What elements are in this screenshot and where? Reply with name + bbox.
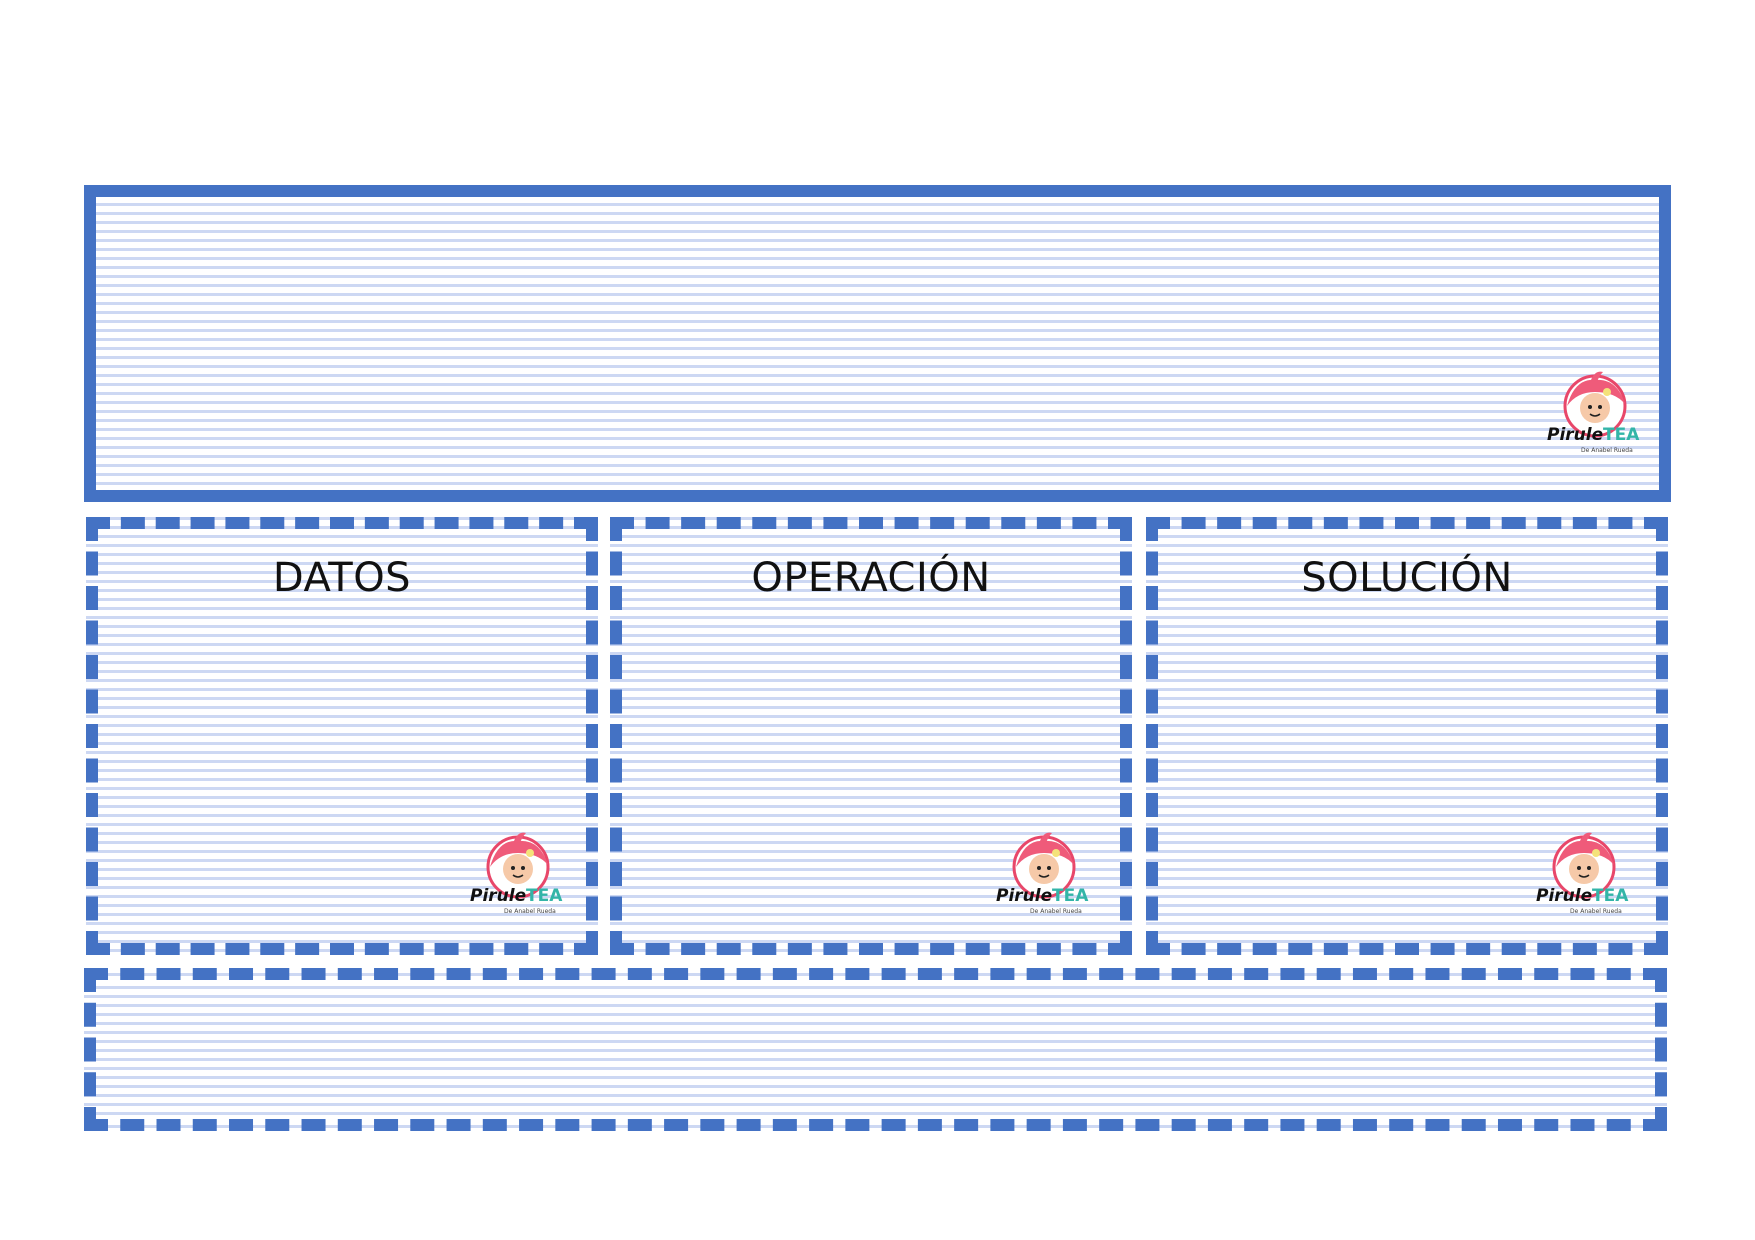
svg-text:De Anabel Rueda: De Anabel Rueda — [1570, 908, 1622, 915]
svg-text:Pirule: Pirule — [1536, 886, 1592, 906]
operacion-title: OPERACIÓN — [751, 555, 991, 601]
operacion-box[interactable]: OPERACIÓN Pirule TEA De Anabel Rueda — [610, 517, 1132, 955]
svg-text:De Anabel Rueda: De Anabel Rueda — [1030, 908, 1082, 915]
svg-text:TEA: TEA — [1592, 886, 1629, 906]
svg-text:TEA: TEA — [526, 886, 563, 906]
svg-text:TEA: TEA — [1052, 886, 1089, 906]
svg-text:TEA: TEA — [1603, 425, 1640, 445]
answer-box[interactable] — [84, 968, 1667, 1131]
pirule-tea-logo-icon: Pirule TEA De Anabel Rueda — [468, 831, 564, 917]
pirule-tea-logo-icon: Pirule TEA De Anabel Rueda — [994, 831, 1090, 917]
svg-text:Pirule: Pirule — [470, 886, 526, 906]
solucion-box[interactable]: SOLUCIÓN Pirule TEA De Anabel Rueda — [1146, 517, 1668, 955]
datos-title: DATOS — [272, 555, 412, 601]
svg-text:De Anabel Rueda: De Anabel Rueda — [1581, 447, 1633, 454]
pirule-tea-logo-icon: Pirule TEA De Anabel Rueda — [1545, 370, 1641, 456]
solucion-title: SOLUCIÓN — [1301, 555, 1513, 601]
problem-statement-box[interactable]: Pirule TEA De Anabel Rueda — [84, 185, 1671, 502]
svg-text:De Anabel Rueda: De Anabel Rueda — [504, 908, 556, 915]
datos-box[interactable]: DATOS Pirule TEA De Anabel Rueda — [86, 517, 598, 955]
svg-text:Pirule: Pirule — [996, 886, 1052, 906]
svg-text:Pirule: Pirule — [1547, 425, 1603, 445]
pirule-tea-logo-icon: Pirule TEA De Anabel Rueda — [1534, 831, 1630, 917]
